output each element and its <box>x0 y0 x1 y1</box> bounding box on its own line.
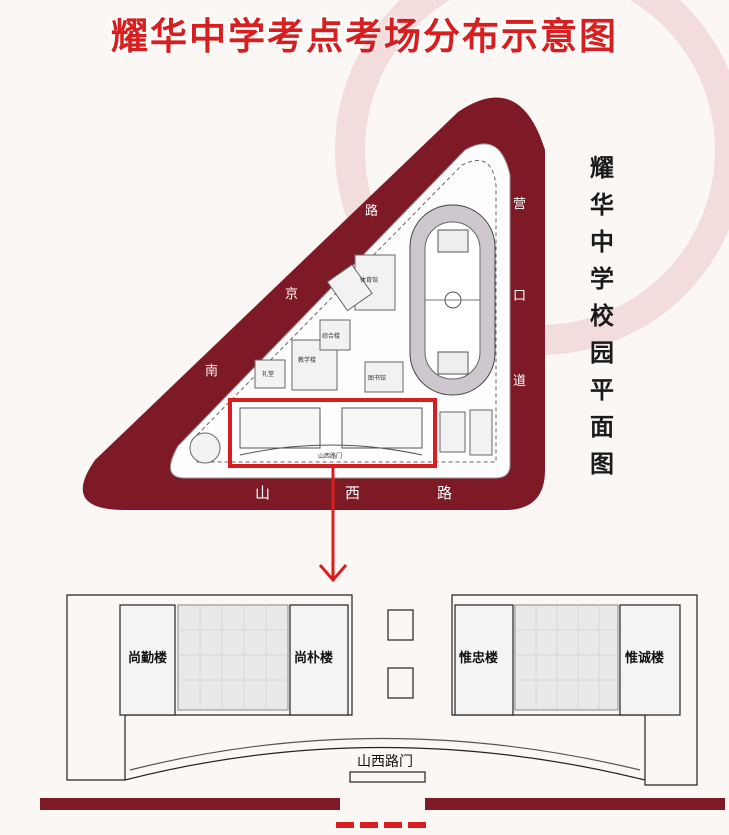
building-label-weizhong: 惟忠楼 <box>458 650 498 666</box>
label-char: 园 <box>590 339 614 367</box>
overview-label: 山西路门 <box>318 452 342 460</box>
road-label-shanxi: 西 <box>345 484 360 502</box>
front-buildings-overview <box>239 407 423 456</box>
detail-grid <box>178 605 618 710</box>
label-char: 中 <box>590 228 614 256</box>
page-title: 耀华中学考点考场分布示意图 <box>111 15 618 58</box>
building-label-weicheng: 惟诚楼 <box>624 650 664 666</box>
highlight-box <box>228 398 437 468</box>
label-char: 耀 <box>590 154 614 182</box>
detail-plan <box>66 594 698 786</box>
inner-path <box>191 160 497 463</box>
overview-label: 礼堂 <box>262 370 274 378</box>
campus-plan-label: 耀 华 中 学 校 园 平 面 图 <box>584 150 620 483</box>
shanxi-road-strip <box>40 798 725 810</box>
label-char: 平 <box>590 376 614 404</box>
building-label-shangpu: 尚朴楼 <box>294 650 333 666</box>
building-label-shangqin: 尚勤楼 <box>128 650 167 666</box>
label-char: 图 <box>590 450 614 478</box>
road-label-nanjing: 京 <box>285 287 298 302</box>
overview-label: 教学楼 <box>298 356 316 364</box>
road-labels: 南 京 路 营 口 道 山 西 路 <box>205 197 526 502</box>
label-char: 学 <box>590 265 614 293</box>
road-label-nanjing: 南 <box>205 363 218 379</box>
road-label-yingkou: 口 <box>513 289 526 304</box>
overview-label: 综合楼 <box>322 332 340 340</box>
road-label-shanxi: 路 <box>437 484 452 502</box>
overview-label: 图书馆 <box>368 374 386 382</box>
entrance-marker <box>336 822 426 828</box>
sports-track <box>409 204 496 396</box>
zoom-arrow <box>318 468 348 583</box>
road-label-nanjing: 路 <box>365 203 378 219</box>
road-label-yingkou: 道 <box>513 374 526 389</box>
label-char: 校 <box>590 302 614 330</box>
label-char: 面 <box>590 413 614 441</box>
gate-label: 山西路门 <box>357 754 413 770</box>
road-label-shanxi: 山 <box>255 484 270 502</box>
campus-buildings <box>189 254 493 464</box>
road-label-yingkou: 营 <box>513 197 526 212</box>
overview-label: 体育馆 <box>360 276 378 284</box>
label-char: 华 <box>590 191 614 219</box>
